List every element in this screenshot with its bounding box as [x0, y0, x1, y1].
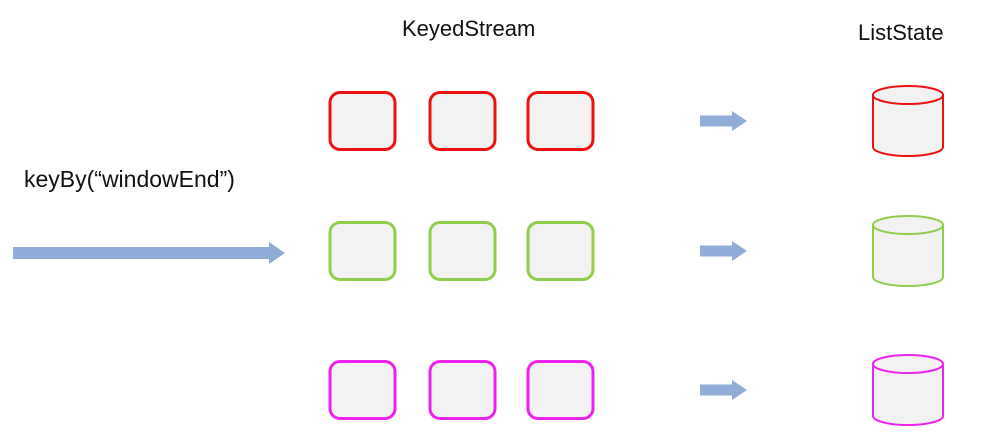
liststate-cylinder-body: [872, 95, 944, 157]
liststate-label: ListState: [858, 20, 944, 45]
keyby-label: keyBy(“windowEnd”): [24, 166, 235, 192]
input-arrow: [13, 242, 285, 264]
record-box: [328, 221, 397, 281]
state-arrow: [700, 380, 747, 400]
partition-red: [328, 85, 944, 157]
partition-green: [328, 215, 944, 287]
partition-magenta: [328, 354, 944, 426]
state-arrow: [700, 111, 747, 131]
record-box: [428, 91, 497, 151]
record-box: [328, 91, 397, 151]
liststate-cylinder-top: [872, 85, 944, 105]
liststate-cylinder-body: [872, 364, 944, 426]
liststate-cylinder-top: [872, 215, 944, 235]
record-box: [428, 360, 497, 420]
record-box: [428, 221, 497, 281]
record-box: [526, 91, 595, 151]
record-box: [328, 360, 397, 420]
keyedstream-label: KeyedStream: [402, 16, 536, 41]
liststate-cylinder-body: [872, 225, 944, 287]
liststate-cylinder-top: [872, 354, 944, 374]
record-box: [526, 221, 595, 281]
state-arrow: [700, 241, 747, 261]
record-box: [526, 360, 595, 420]
